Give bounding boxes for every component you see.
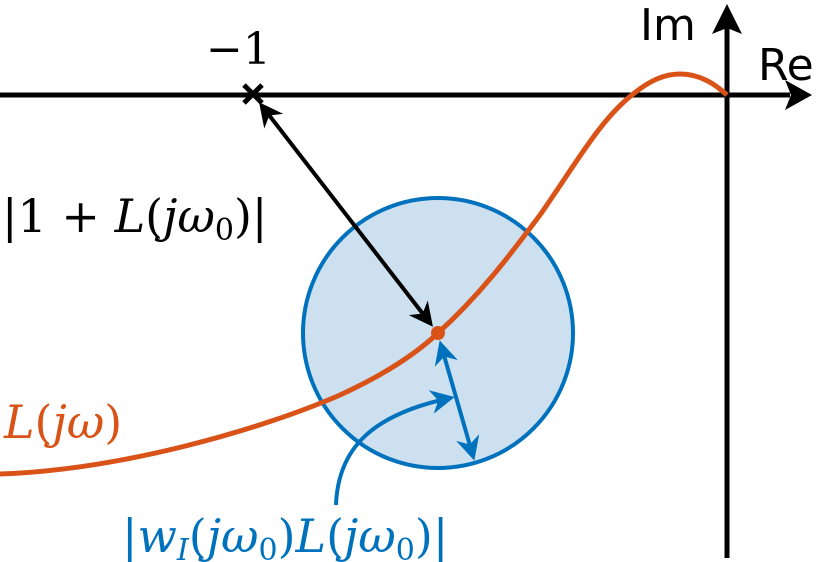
imag-axis-arrowhead-icon xyxy=(712,4,742,34)
abs-bar-right: | xyxy=(433,509,449,562)
paren-close: ) xyxy=(278,509,296,562)
abs-bar-right: | xyxy=(252,189,268,243)
plus-sign: + xyxy=(47,189,115,243)
real-axis xyxy=(0,80,812,110)
abs-bar-left: | xyxy=(122,509,138,562)
critical-point-cross-icon xyxy=(242,83,264,105)
real-axis-label: Re xyxy=(758,40,814,91)
one: 1 xyxy=(18,189,47,243)
subscript-0: 0 xyxy=(396,533,415,562)
omega-symbol: ω xyxy=(358,509,396,562)
paren-close: ) xyxy=(104,395,122,449)
omega-symbol: ω xyxy=(67,395,105,449)
distance-arrow xyxy=(259,102,433,327)
radius-arrow xyxy=(434,340,480,461)
label-pointer-arrow xyxy=(334,390,455,506)
L-symbol: L xyxy=(3,395,35,449)
critical-point-label: −1 xyxy=(206,24,271,75)
uncertainty-label: |wI(jω0)L(jω0)| xyxy=(122,509,448,562)
paren-open: ( xyxy=(326,509,344,562)
imaginary-axis xyxy=(712,4,742,558)
subscript-0: 0 xyxy=(215,213,234,248)
subscript-I: I xyxy=(176,533,190,562)
omega-symbol: ω xyxy=(177,189,215,243)
paren-open: ( xyxy=(35,395,53,449)
operating-point xyxy=(431,326,445,340)
abs-bar-left: | xyxy=(2,189,18,243)
omega-symbol: ω xyxy=(221,509,259,562)
subscript-0: 0 xyxy=(258,533,277,562)
paren-close: ) xyxy=(234,189,252,243)
distance-label: |1 + L(jω0)| xyxy=(2,189,267,248)
real-axis-arrowhead-icon xyxy=(785,80,812,110)
curve-label: L(jω) xyxy=(3,395,122,449)
paren-close: ) xyxy=(415,509,433,562)
w-symbol: w xyxy=(138,509,177,562)
L-symbol: L xyxy=(295,509,327,562)
imag-axis-label: Im xyxy=(640,0,696,51)
nyquist-curve xyxy=(0,71,729,477)
paren-open: ( xyxy=(189,509,207,562)
L-symbol: L xyxy=(114,189,146,243)
paren-open: ( xyxy=(145,189,163,243)
